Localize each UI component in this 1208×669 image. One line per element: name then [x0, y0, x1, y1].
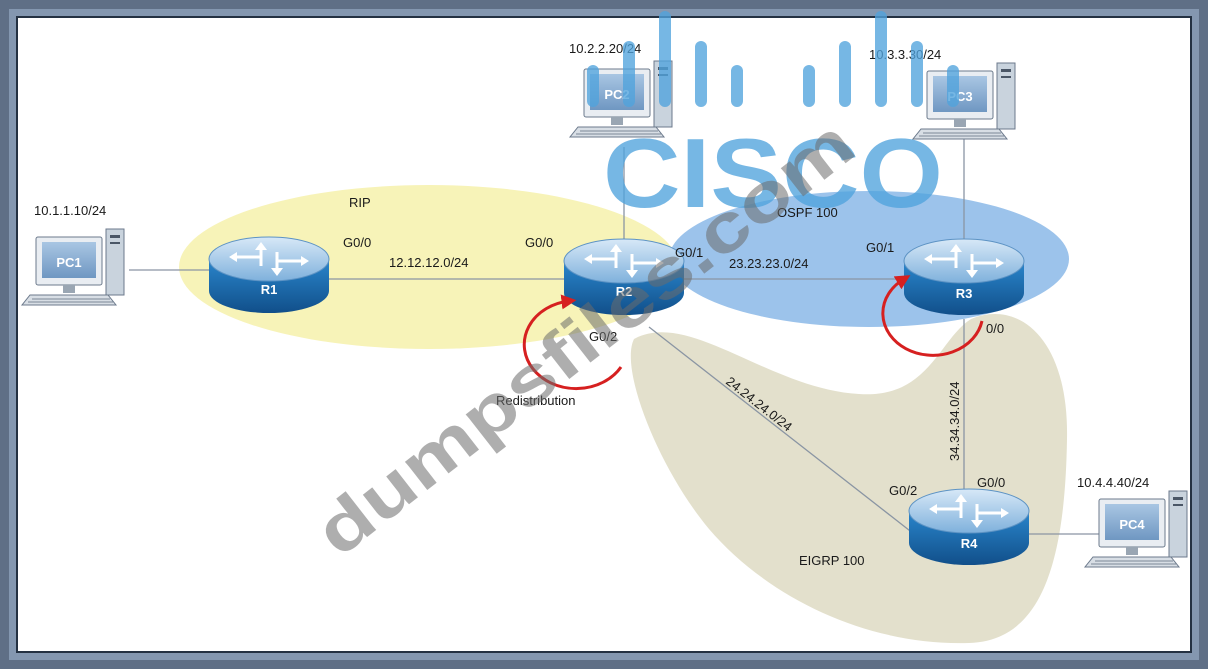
r2-g01-label: G0/1: [675, 245, 703, 260]
pc4-ip: 10.4.4.40/24: [1077, 475, 1149, 490]
r1-router-icon: [207, 235, 331, 315]
r3-redistribution-arrow: [881, 275, 984, 357]
cisco-watermark: CISCO: [587, 11, 959, 228]
r3-router-icon: [902, 237, 1026, 317]
redistribution-arrows: [522, 275, 984, 391]
subnet-r2-r3: 23.23.23.0/24: [729, 256, 809, 271]
link-r2-r4: [648, 326, 915, 535]
redistribution-label: Redistribution: [496, 393, 576, 408]
pc3-ip: 10.3.3.30/24: [869, 47, 941, 62]
r1-label: R1: [261, 282, 278, 297]
r3-label: R3: [956, 286, 973, 301]
links: [129, 139, 1099, 535]
r2-redistribution-arrow: [522, 294, 623, 391]
subnet-r3-r4: 34.34.34.0/24: [947, 381, 962, 461]
ospf-label: OSPF 100: [777, 205, 838, 220]
network-topology-diagram: PC1 PC2 PC3 PC4 R1 R2 R3 R4 RIP OSPF 100…: [16, 11, 1192, 653]
cisco-logo-text: CISCO: [603, 118, 943, 228]
eigrp-label: EIGRP 100: [799, 553, 865, 568]
rip-label: RIP: [349, 195, 371, 210]
r3-g00-label: 0/0: [986, 321, 1004, 336]
r2-label: R2: [616, 284, 633, 299]
r4-g02-label: G0/2: [889, 483, 917, 498]
r4-router-icon: [907, 487, 1031, 567]
r2-g00-label: G0/0: [525, 235, 553, 250]
diagram-frame: PC1 PC2 PC3 PC4 R1 R2 R3 R4 RIP OSPF 100…: [9, 9, 1199, 660]
r1-g00-label: G0/0: [343, 235, 371, 250]
r3-g01-label: G0/1: [866, 240, 894, 255]
subnet-r1-r2: 12.12.12.0/24: [389, 255, 469, 270]
r4-label: R4: [961, 536, 978, 551]
r2-g02-label: G0/2: [589, 329, 617, 344]
pc4-label: PC4: [1119, 517, 1145, 532]
pc1-ip: 10.1.1.10/24: [34, 203, 106, 218]
r4-g00-label: G0/0: [977, 475, 1005, 490]
pc1-label: PC1: [56, 255, 81, 270]
